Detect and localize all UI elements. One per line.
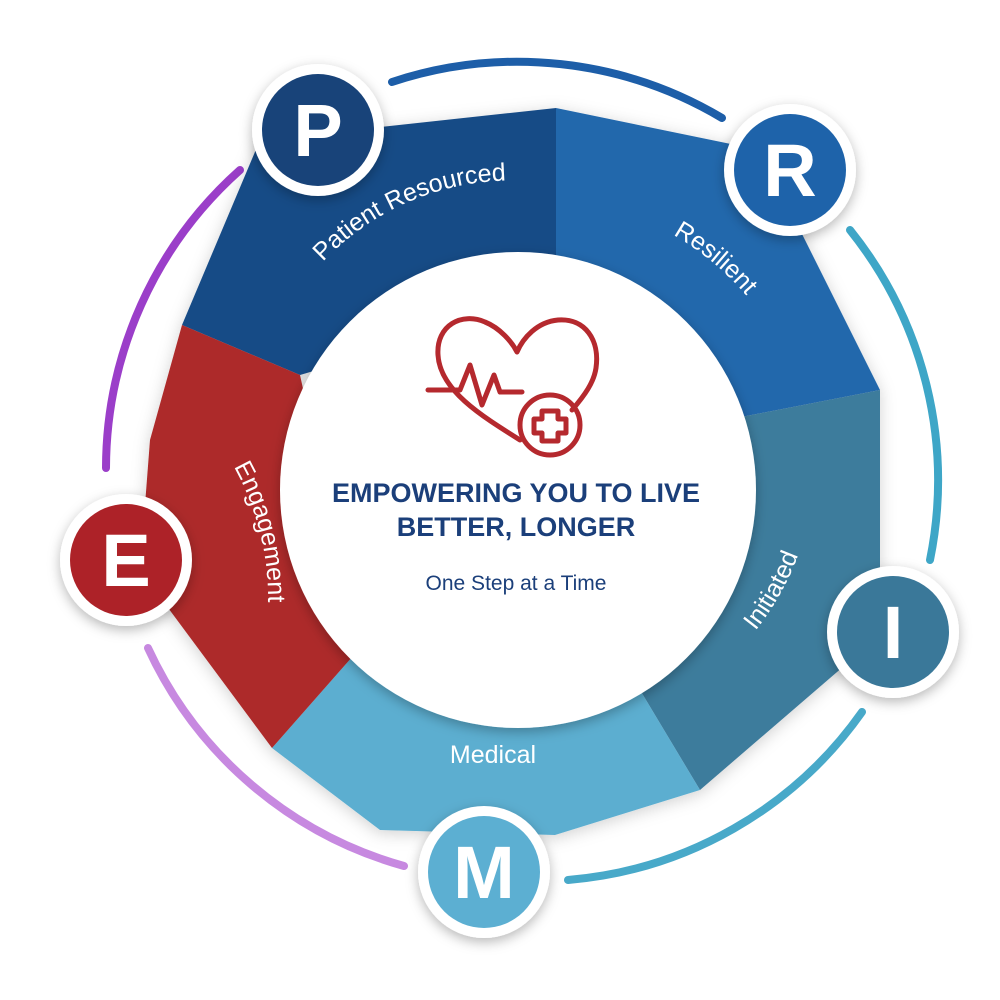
badge-r: R — [724, 104, 856, 236]
badge-letter-e: E — [101, 519, 150, 602]
badge-e: E — [60, 494, 192, 626]
letter-badges: P R I M E — [60, 64, 959, 938]
badge-letter-m: M — [453, 831, 515, 914]
badge-letter-r: R — [763, 129, 816, 212]
badge-p: P — [252, 64, 384, 196]
outer-ring-arc-top — [388, 57, 726, 122]
heart-medical-icon — [425, 316, 600, 458]
badge-letter-p: P — [293, 89, 342, 172]
center-title-line-1: EMPOWERING YOU TO LIVE — [332, 478, 700, 508]
outer-ring — [102, 57, 943, 884]
outer-ring-arc-right — [846, 226, 943, 564]
center-disc — [280, 252, 756, 728]
center-subtitle: One Step at a Time — [426, 572, 607, 595]
outer-ring-arc-left — [102, 166, 244, 472]
badge-letter-i: I — [883, 591, 904, 674]
badge-i: I — [827, 566, 959, 698]
outer-ring-arc-bottom-right — [564, 708, 866, 884]
outer-ring-arc-bottom-left — [144, 644, 408, 870]
badge-m: M — [418, 806, 550, 938]
center-title-line-2: BETTER, LONGER — [397, 512, 636, 542]
segment-label-medical: Medical — [450, 741, 536, 769]
